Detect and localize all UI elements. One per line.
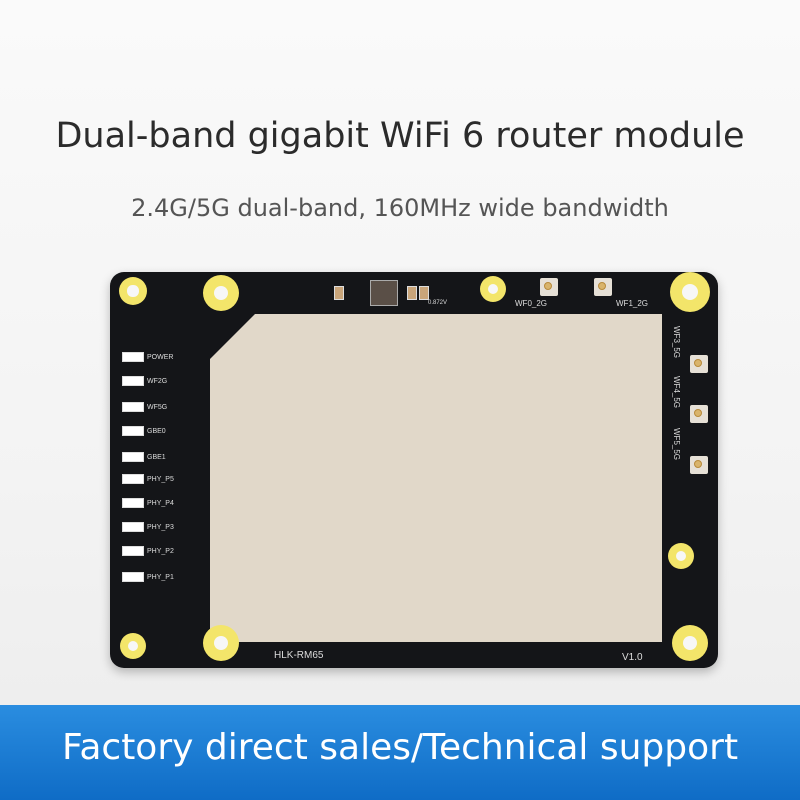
- subheadline: 2.4G/5G dual-band, 160MHz wide bandwidth: [131, 194, 669, 222]
- mounting-hole: [668, 543, 694, 569]
- mounting-hole: [670, 272, 710, 312]
- antenna-connector: [594, 278, 612, 296]
- antenna-label: WF3_5G: [672, 326, 681, 359]
- led-label: PHY_P4: [147, 499, 174, 507]
- voltage-label: 0.872V: [428, 300, 448, 306]
- led-label: GBE0: [147, 427, 166, 435]
- status-led: PHY_P4: [122, 498, 174, 508]
- status-led: PHY_P5: [122, 474, 174, 484]
- capacitor: [419, 286, 429, 300]
- led-label: PHY_P3: [147, 523, 174, 531]
- status-led: PHY_P2: [122, 546, 174, 556]
- mounting-hole: [119, 277, 147, 305]
- status-led: WF2G: [122, 376, 167, 386]
- mounting-hole: [672, 625, 708, 661]
- antenna-connector: [690, 456, 708, 474]
- version-label: V1.0: [622, 652, 643, 663]
- status-led: PHY_P1: [122, 572, 174, 582]
- status-led: PHY_P3: [122, 522, 174, 532]
- mounting-hole: [480, 276, 506, 302]
- led-label: GBE1: [147, 453, 166, 461]
- led-label: WF5G: [147, 403, 168, 411]
- banner-text: Factory direct sales/Technical support: [61, 727, 739, 768]
- antenna-label: WF1_2G: [616, 299, 649, 308]
- status-led: WF5G: [122, 402, 167, 412]
- router-module-board: 0.872V WF0_2G WF1_2G WF3_5G WF4_5G WF5_5…: [110, 272, 718, 668]
- mounting-hole: [120, 633, 146, 659]
- led-label: POWER: [147, 353, 174, 361]
- status-led: GBE1: [122, 452, 166, 462]
- led-label: PHY_P1: [147, 573, 174, 581]
- inductor: [370, 280, 398, 306]
- led-label: PHY_P5: [147, 475, 174, 483]
- antenna-connector: [690, 405, 708, 423]
- antenna-label: WF5_5G: [672, 428, 681, 461]
- antenna-label: WF4_5G: [672, 376, 681, 409]
- status-led: POWER: [122, 352, 173, 362]
- model-label: HLK-RM65: [274, 650, 324, 661]
- bottom-banner: Factory direct sales/Technical support: [0, 705, 800, 800]
- antenna-connector: [690, 355, 708, 373]
- mounting-hole: [203, 275, 239, 311]
- capacitor: [334, 286, 344, 300]
- antenna-connector: [540, 278, 558, 296]
- led-label: WF2G: [147, 377, 168, 385]
- antenna-label: WF0_2G: [515, 299, 548, 308]
- headline: Dual-band gigabit WiFi 6 router module: [55, 116, 745, 156]
- mounting-hole: [203, 625, 239, 661]
- led-label: PHY_P2: [147, 547, 174, 555]
- rf-shield: [210, 314, 662, 642]
- capacitor: [407, 286, 417, 300]
- status-led: GBE0: [122, 426, 166, 436]
